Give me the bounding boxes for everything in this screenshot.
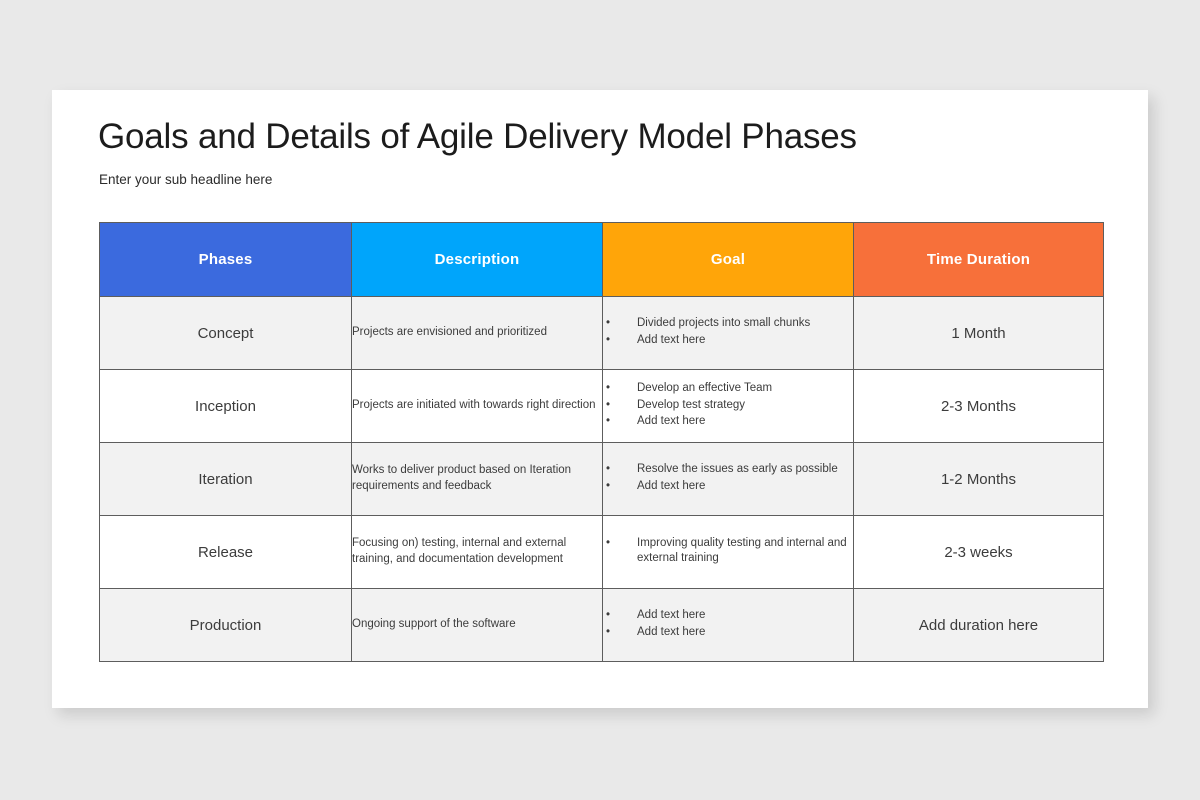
goal-list: • Divided projects into small chunks • A… <box>603 316 853 348</box>
page-title: Goals and Details of Agile Delivery Mode… <box>98 117 857 156</box>
bullet-icon: • <box>606 317 611 330</box>
list-item: • Develop test strategy <box>603 398 853 413</box>
cell-duration: 1 Month <box>853 296 1104 370</box>
column-header-phases: Phases <box>99 222 352 297</box>
list-item: • Add text here <box>603 333 853 348</box>
cell-phase: Release <box>99 515 352 589</box>
cell-description: Projects are envisioned and prioritized <box>351 296 603 370</box>
cell-description: Focusing on) testing, internal and exter… <box>351 515 603 589</box>
column-header-description: Description <box>351 222 603 297</box>
bullet-icon: • <box>606 334 611 346</box>
goal-text: Improving quality testing and internal a… <box>637 537 847 565</box>
table-row: Concept Projects are envisioned and prio… <box>99 296 1104 370</box>
list-item: • Add text here <box>603 479 853 494</box>
bullet-icon: • <box>606 480 611 492</box>
goal-text: Resolve the issues as early as possible <box>637 463 838 476</box>
goal-text: Develop test strategy <box>637 398 746 411</box>
cell-duration: Add duration here <box>853 588 1104 662</box>
goal-list: • Improving quality testing and internal… <box>603 536 853 566</box>
bullet-icon: • <box>606 415 611 428</box>
cell-goal: • Improving quality testing and internal… <box>602 515 854 589</box>
slide-card: Goals and Details of Agile Delivery Mode… <box>52 90 1148 708</box>
table-row: Inception Projects are initiated with to… <box>99 369 1104 443</box>
list-item: • Add text here <box>603 625 853 640</box>
list-item: • Divided projects into small chunks <box>603 316 853 331</box>
cell-phase: Iteration <box>99 442 352 516</box>
cell-phase: Inception <box>99 369 352 443</box>
list-item: • Add text here <box>603 414 853 429</box>
goal-text: Add text here <box>637 480 706 492</box>
cell-description: Ongoing support of the software <box>351 588 603 662</box>
cell-goal: • Add text here • Add text here <box>602 588 854 662</box>
page-subtitle: Enter your sub headline here <box>99 172 273 187</box>
goal-text: Add text here <box>637 415 706 428</box>
cell-description: Projects are initiated with towards righ… <box>351 369 603 443</box>
goal-text: Add text here <box>637 334 706 346</box>
cell-goal: • Develop an effective Team • Develop te… <box>602 369 854 443</box>
bullet-icon: • <box>606 381 611 394</box>
table-header-row: Phases Description Goal Time Duration <box>99 222 1104 297</box>
cell-duration: 2-3 Months <box>853 369 1104 443</box>
column-header-time-duration: Time Duration <box>853 222 1104 297</box>
goal-text: Develop an effective Team <box>637 381 773 394</box>
cell-goal: • Divided projects into small chunks • A… <box>602 296 854 370</box>
list-item: • Add text here <box>603 608 853 623</box>
bullet-icon: • <box>606 463 611 476</box>
column-header-goal: Goal <box>602 222 854 297</box>
cell-phase: Production <box>99 588 352 662</box>
list-item: • Improving quality testing and internal… <box>603 536 853 566</box>
bullet-icon: • <box>606 398 611 411</box>
cell-goal: • Resolve the issues as early as possibl… <box>602 442 854 516</box>
list-item: • Resolve the issues as early as possibl… <box>603 462 853 477</box>
table-row: Release Focusing on) testing, internal a… <box>99 515 1104 589</box>
goal-text: Divided projects into small chunks <box>637 317 811 330</box>
table-row: Iteration Works to deliver product based… <box>99 442 1104 516</box>
cell-description: Works to deliver product based on Iterat… <box>351 442 603 516</box>
goal-text: Add text here <box>637 609 706 622</box>
table-row: Production Ongoing support of the softwa… <box>99 588 1104 662</box>
cell-duration: 1-2 Months <box>853 442 1104 516</box>
bullet-icon: • <box>606 537 611 550</box>
goal-text: Add text here <box>637 626 706 638</box>
phases-table: Phases Description Goal Time Duration Co… <box>99 222 1104 662</box>
bullet-icon: • <box>606 626 611 638</box>
goal-list: • Add text here • Add text here <box>603 608 853 640</box>
bullet-icon: • <box>606 609 611 622</box>
list-item: • Develop an effective Team <box>603 381 853 396</box>
cell-duration: 2-3 weeks <box>853 515 1104 589</box>
cell-phase: Concept <box>99 296 352 370</box>
goal-list: • Develop an effective Team • Develop te… <box>603 381 853 430</box>
goal-list: • Resolve the issues as early as possibl… <box>603 462 853 494</box>
